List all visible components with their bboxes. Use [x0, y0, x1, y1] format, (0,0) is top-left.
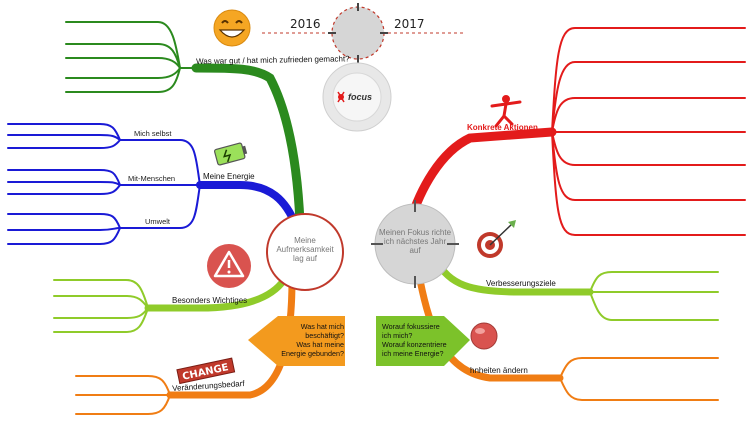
- warning-icon: [207, 244, 251, 288]
- label-meine-energie: Meine Energie: [203, 172, 255, 181]
- focus-logo: focus: [322, 62, 392, 132]
- orange-box-text: Was hat mich beschäftigt? Was hat meine …: [264, 322, 344, 358]
- label-umwelt: Umwelt: [145, 217, 171, 226]
- ball-icon: [470, 322, 498, 350]
- orange-box-line: Energie gebunden?: [281, 349, 344, 358]
- label-besonders-wichtiges: Besonders Wichtiges: [172, 296, 248, 305]
- label-mich-selbst: Mich selbst: [134, 129, 172, 138]
- orange-question-box: [248, 316, 345, 366]
- orange-box-line: beschäftigt?: [305, 331, 344, 340]
- center-left-circle: [266, 213, 344, 291]
- label-verbesserungsziele: Verbesserungsziele: [486, 279, 556, 288]
- smiley-icon: [213, 9, 251, 47]
- orange-box-line: Was hat mich: [300, 322, 344, 331]
- label-mit-menschen: Mit-Menschen: [128, 174, 176, 183]
- clock-icon: [262, 3, 466, 63]
- green-box-line: ich meine Energie?: [382, 349, 444, 358]
- branch-meine-energie[interactable]: [7, 123, 300, 245]
- svg-text:focus: focus: [348, 92, 372, 102]
- target-icon: [477, 220, 516, 258]
- center-left-text: Meine Aufmerksamkeit lag auf: [276, 236, 334, 264]
- year-right-label: 2017: [394, 17, 425, 31]
- label-konkrete-aktionen: Konkrete Aktionen: [467, 123, 538, 132]
- branch-was-war-gut[interactable]: [65, 21, 305, 227]
- battery-icon: [213, 142, 248, 166]
- orange-box-line: Was hat meine: [296, 340, 344, 349]
- branch-besonders-wichtiges[interactable]: [53, 276, 288, 333]
- person-icon: [490, 95, 522, 128]
- green-box-line: Worauf fokussiere: [382, 322, 440, 331]
- branch-verbesserungsziele[interactable]: [432, 256, 719, 321]
- green-box-line: ich mich?: [382, 331, 413, 340]
- green-box-line: Worauf konzentriere: [382, 340, 447, 349]
- year-left-label: 2016: [290, 17, 321, 31]
- green-question-box: [376, 316, 470, 366]
- branch-konkrete-aktionen[interactable]: [405, 27, 746, 236]
- center-right-text: Meinen Fokus richte ich nächstes Jahr au…: [378, 228, 452, 256]
- label-gewohnheiten: hnheiten ändern: [470, 366, 528, 375]
- center-right-circle: [371, 200, 459, 288]
- green-box-text: Worauf fokussiere ich mich? Worauf konze…: [382, 322, 462, 358]
